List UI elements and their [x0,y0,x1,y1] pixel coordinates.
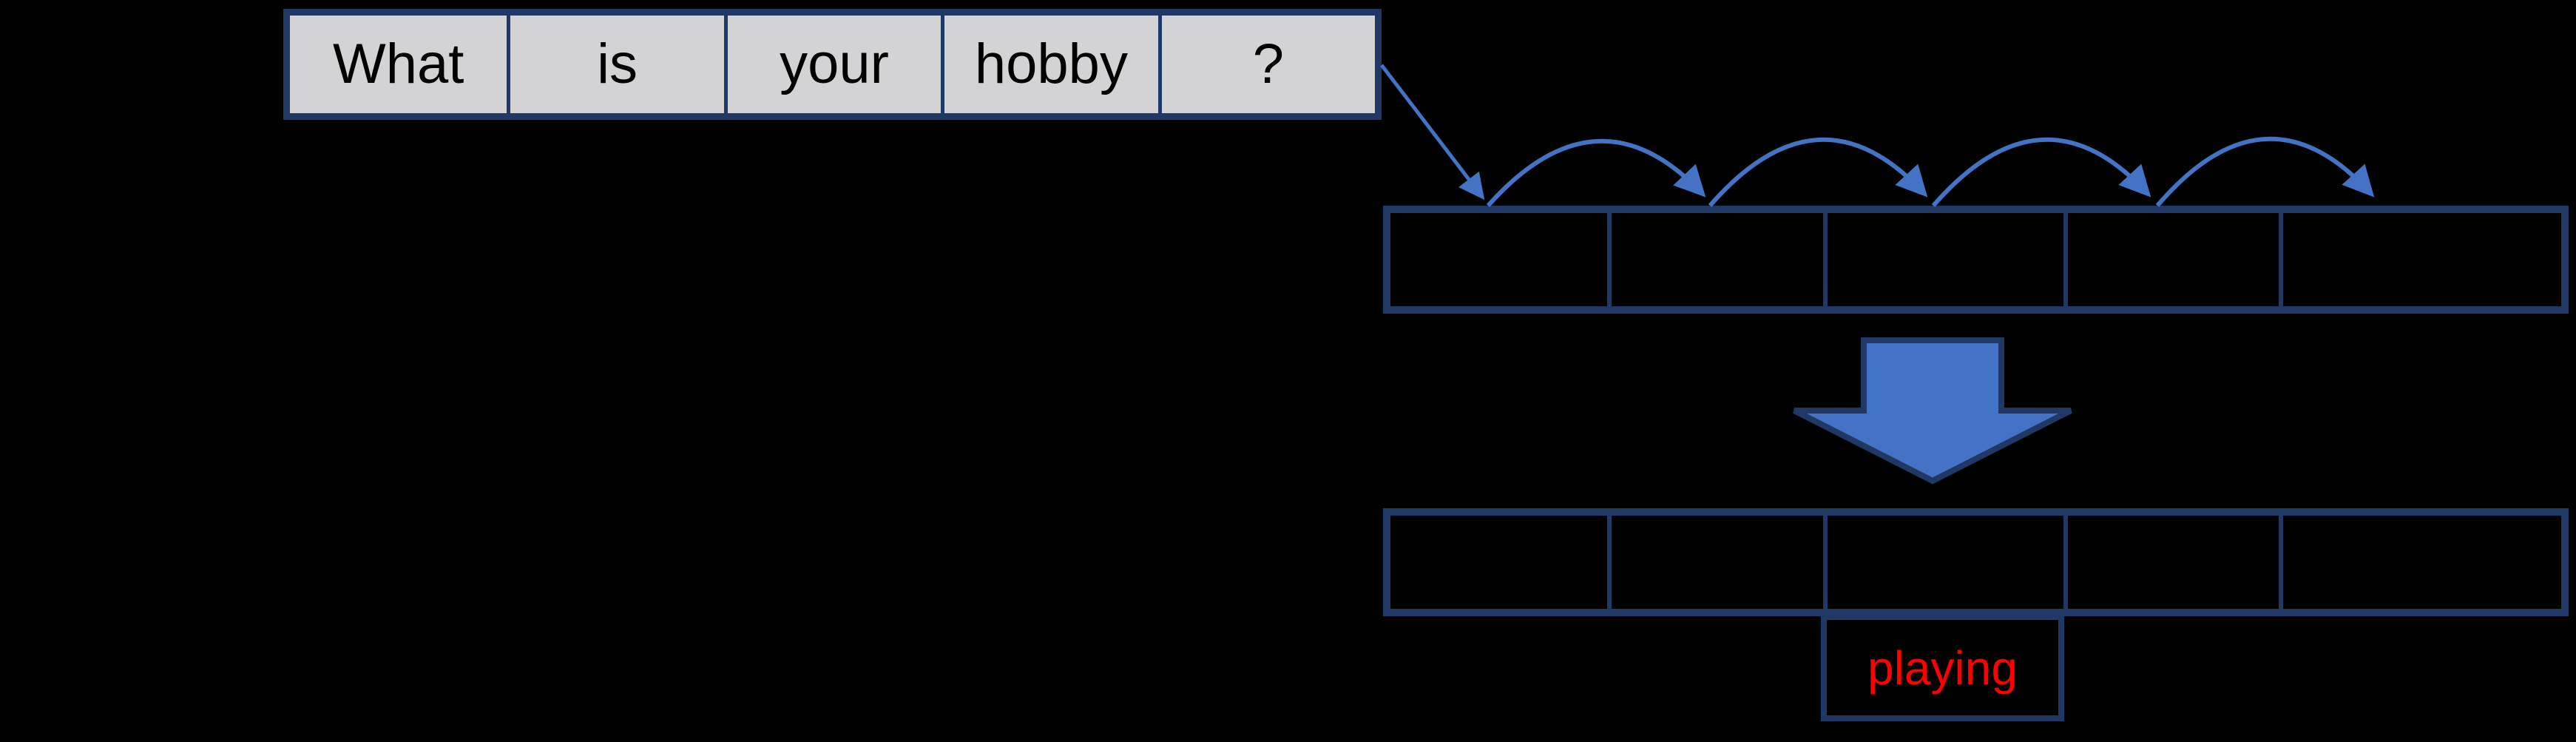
bottom-slot-cell [2063,516,2279,609]
hop-arrow-icon [1931,138,2151,207]
top-slot-cell [1390,213,1607,306]
input-token-cell: is [507,16,723,113]
input-token-cell: ? [1157,16,1375,113]
top-slot-cell [1607,213,1822,306]
bottom-slot-cell [2279,516,2561,609]
bottom-slot-row [1383,508,2569,616]
predicted-word-label: playing [1867,641,2018,695]
top-slot-cell [2279,213,2561,306]
bottom-slot-cell [1822,516,2063,609]
block-down-arrow-icon [1793,337,2072,485]
top-slot-row [1383,206,2569,314]
hop-arrow-icon [1486,138,1706,207]
input-token-cell: your [723,16,941,113]
predicted-word-box: playing [1821,614,2064,721]
token-flow-arrow-icon [1380,64,1485,200]
input-token-cell: hobby [941,16,1157,113]
input-sentence-row: What is your hobby ? [283,9,1382,120]
bottom-slot-cell [1607,516,1822,609]
hop-arrow-icon [2155,137,2375,207]
input-token-label: hobby [974,33,1128,95]
hop-arrow-icon [1708,138,1928,207]
input-token-label: your [780,33,889,95]
input-token-label: ? [1252,33,1284,95]
bottom-slot-cell [1390,516,1607,609]
input-token-label: is [597,33,638,95]
input-token-cell: What [290,16,507,113]
input-token-label: What [333,33,464,95]
top-slot-cell [2063,213,2279,306]
top-slot-cell [1822,213,2063,306]
